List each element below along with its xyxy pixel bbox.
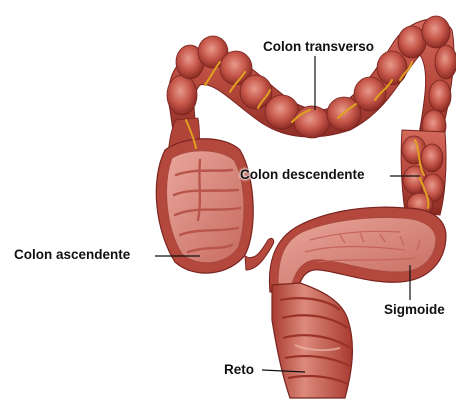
label-rectum: Reto xyxy=(222,362,256,378)
label-descending-colon: Colon descendente xyxy=(238,167,367,183)
label-sigmoid: Sigmoide xyxy=(382,302,447,318)
label-ascending-colon: Colon ascendente xyxy=(12,247,132,263)
rectum-shape xyxy=(272,283,352,398)
label-transverse-colon: Colon transverso xyxy=(261,39,376,55)
sigmoid-shape xyxy=(269,207,446,292)
transverse-colon-shape xyxy=(167,16,456,145)
ascending-colon-shape xyxy=(156,118,273,273)
